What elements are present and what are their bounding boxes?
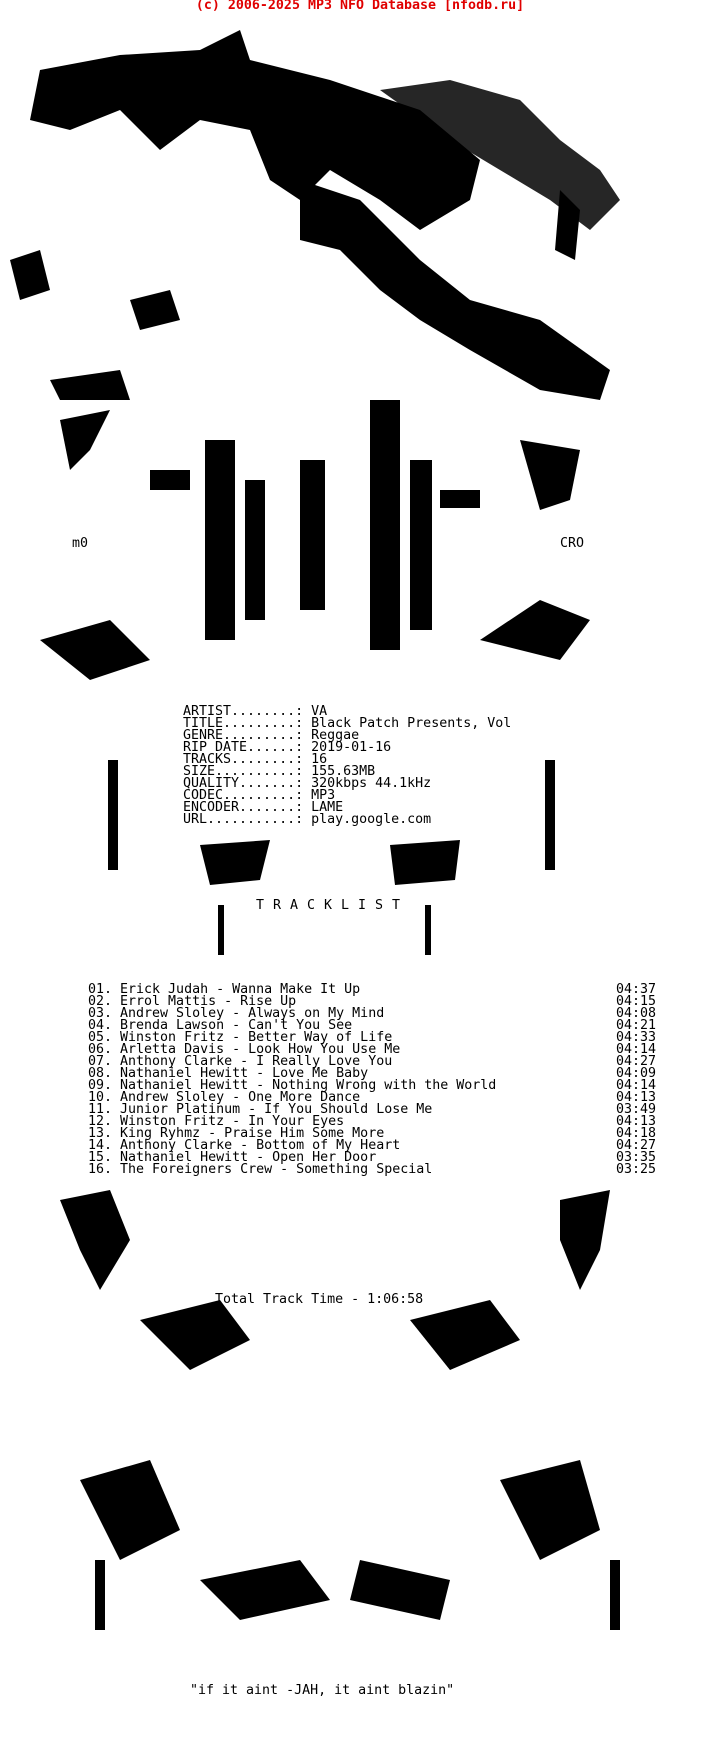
info-label: SIZE..........:: [183, 764, 304, 779]
info-value: 2019-01-16: [311, 740, 392, 755]
track-duration: 04:27: [616, 1054, 657, 1069]
info-value: MP3: [311, 788, 336, 803]
track-duration: 04:13: [616, 1114, 657, 1129]
track-title: 03. Andrew Sloley - Always on My Mind: [88, 1006, 385, 1021]
track-title: 14. Anthony Clarke - Bottom of My Heart: [88, 1138, 401, 1153]
track-row: 10. Andrew Sloley - One More Dance 04:13: [88, 1090, 688, 1105]
info-row: CODEC.........: MP3: [183, 788, 511, 803]
track-title: 13. King Ryhmz - Praise Him Some More: [88, 1126, 385, 1141]
track-title: 06. Arletta Davis - Look How You Use Me: [88, 1042, 401, 1057]
track-title: 09. Nathaniel Hewitt - Nothing Wrong wit…: [88, 1078, 497, 1093]
track-duration: 04:14: [616, 1078, 657, 1093]
info-value: 320kbps 44.1kHz: [311, 776, 432, 791]
info-row: RIP DATE......: 2019-01-16: [183, 740, 511, 755]
track-row: 09. Nathaniel Hewitt - Nothing Wrong wit…: [88, 1078, 688, 1093]
total-track-time: Total Track Time - 1:06:58: [215, 1292, 424, 1307]
info-value: Reggae: [311, 728, 360, 743]
track-row: 03. Andrew Sloley - Always on My Mind 04:…: [88, 1006, 688, 1021]
track-title: 05. Winston Fritz - Better Way of Life: [88, 1030, 393, 1045]
info-value: LAME: [311, 800, 344, 815]
copyright-header: (c) 2006-2025 MP3 NFO Database [nfodb.ru…: [195, 0, 525, 13]
info-row: SIZE..........: 155.63MB: [183, 764, 511, 779]
info-row: GENRE.........: Reggae: [183, 728, 511, 743]
info-value: 155.63MB: [311, 764, 376, 779]
info-label: TITLE.........:: [183, 716, 304, 731]
track-duration: 04:37: [616, 982, 657, 997]
track-duration: 04:21: [616, 1018, 657, 1033]
track-row: 02. Errol Mattis - Rise Up 04:15: [88, 994, 688, 1009]
info-label: QUALITY.......:: [183, 776, 304, 791]
track-title: 10. Andrew Sloley - One More Dance: [88, 1090, 361, 1105]
track-title: 07. Anthony Clarke - I Really Love You: [88, 1054, 393, 1069]
info-label: URL...........:: [183, 812, 304, 827]
track-row: 01. Erick Judah - Wanna Make It Up 04:37: [88, 982, 688, 997]
track-duration: 04:13: [616, 1090, 657, 1105]
track-row: 16. The Foreigners Crew - Something Spec…: [88, 1162, 688, 1177]
info-value: Black Patch Presents, Vol: [311, 716, 512, 731]
track-duration: 04:15: [616, 994, 657, 1009]
track-title: 15. Nathaniel Hewitt - Open Her Door: [88, 1150, 377, 1165]
track-row: 06. Arletta Davis - Look How You Use Me 0…: [88, 1042, 688, 1057]
info-row: TITLE.........: Black Patch Presents, Vo…: [183, 716, 512, 731]
track-duration: 04:09: [616, 1066, 657, 1081]
track-row: 04. Brenda Lawson - Can't You See 04:21: [88, 1018, 688, 1033]
art-tag-right: CRO: [560, 536, 585, 551]
track-duration: 04:33: [616, 1030, 657, 1045]
track-duration: 04:27: [616, 1138, 657, 1153]
info-label: RIP DATE......:: [183, 740, 304, 755]
track-title: 04. Brenda Lawson - Can't You See: [88, 1018, 353, 1033]
track-row: 13. King Ryhmz - Praise Him Some More 04:…: [88, 1126, 688, 1141]
track-row: 11. Junior Platinum - If You Should Lose…: [88, 1102, 688, 1117]
track-duration: 03:25: [616, 1162, 657, 1177]
track-duration: 03:49: [616, 1102, 657, 1117]
track-row: 07. Anthony Clarke - I Really Love You 04…: [88, 1054, 688, 1069]
info-value: 16: [311, 752, 328, 767]
info-label: TRACKS........:: [183, 752, 304, 767]
track-row: 08. Nathaniel Hewitt - Love Me Baby 04:09: [88, 1066, 688, 1081]
info-label: ENCODER.......:: [183, 800, 304, 815]
track-row: 14. Anthony Clarke - Bottom of My Heart 0…: [88, 1138, 688, 1153]
info-row: ARTIST........: VA: [183, 704, 511, 719]
track-title: 01. Erick Judah - Wanna Make It Up: [88, 982, 361, 997]
track-title: 08. Nathaniel Hewitt - Love Me Baby: [88, 1066, 369, 1081]
track-duration: 03:35: [616, 1150, 657, 1165]
tracklist-heading: TRACKLIST: [256, 898, 410, 913]
info-row: TRACKS........: 16: [183, 752, 511, 767]
art-tag-left: m0: [72, 536, 89, 551]
info-row: URL...........: play.google.com: [183, 812, 511, 827]
track-duration: 04:18: [616, 1126, 657, 1141]
info-row: ENCODER.......: LAME: [183, 800, 511, 815]
track-duration: 04:08: [616, 1006, 657, 1021]
info-label: ARTIST........:: [183, 704, 304, 719]
track-title: 11. Junior Platinum - If You Should Lose…: [88, 1102, 433, 1117]
info-row: QUALITY.......: 320kbps 44.1kHz: [183, 776, 511, 791]
track-row: 15. Nathaniel Hewitt - Open Her Door 03:3…: [88, 1150, 688, 1165]
track-title: 16. The Foreigners Crew - Something Spec…: [88, 1162, 433, 1177]
info-label: CODEC.........:: [183, 788, 304, 803]
info-value: play.google.com: [311, 812, 432, 827]
track-row: 12. Winston Fritz - In Your Eyes 04:13: [88, 1114, 688, 1129]
info-value: VA: [311, 704, 328, 719]
track-title: 12. Winston Fritz - In Your Eyes: [88, 1114, 345, 1129]
closing-quote: "if it aint -JAH, it aint blazin": [190, 1683, 455, 1698]
info-label: GENRE.........:: [183, 728, 304, 743]
track-title: 02. Errol Mattis - Rise Up: [88, 994, 297, 1009]
track-row: 05. Winston Fritz - Better Way of Life 04…: [88, 1030, 688, 1045]
track-duration: 04:14: [616, 1042, 657, 1057]
